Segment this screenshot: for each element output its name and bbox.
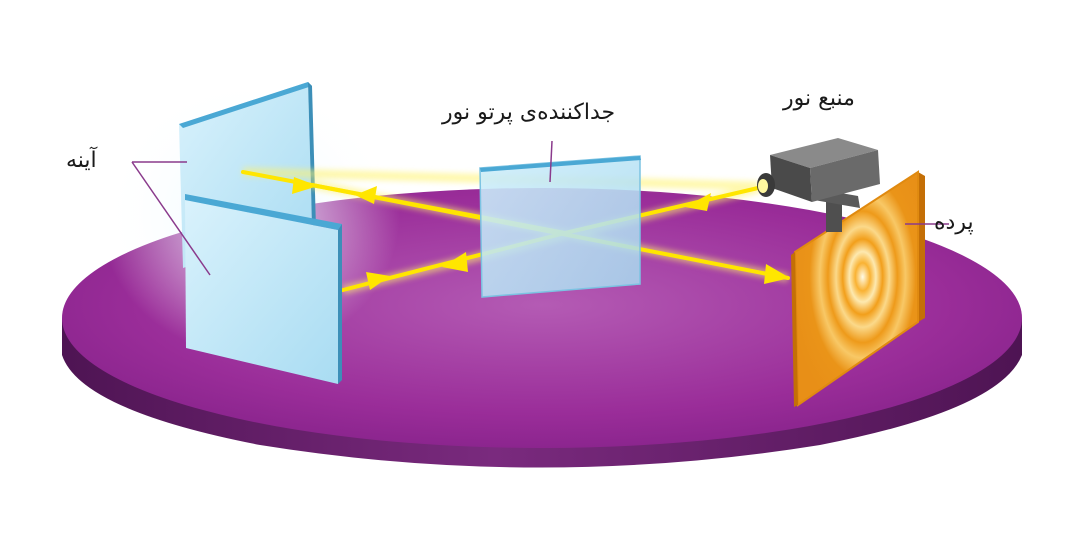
beam-arrow (355, 186, 377, 204)
mirror-label: آینه (66, 148, 97, 173)
source-lens (758, 179, 768, 193)
mirror-front (185, 194, 342, 384)
beam-splitter (479, 155, 641, 298)
screen-edge (791, 252, 798, 407)
beam-arrow (685, 193, 711, 211)
beam-arrow (292, 177, 318, 194)
beam-arrow (442, 252, 468, 272)
leader-lines (131, 140, 949, 276)
light-source (757, 138, 880, 232)
screen (791, 170, 925, 407)
screen-label: پرده (934, 210, 974, 235)
beam-arrow (366, 272, 390, 290)
beam-splitter-label: جداکننده‌ی پرتو نور (442, 100, 616, 125)
beam-arrow (764, 264, 790, 284)
light-source-label: منبع نور (783, 86, 855, 111)
